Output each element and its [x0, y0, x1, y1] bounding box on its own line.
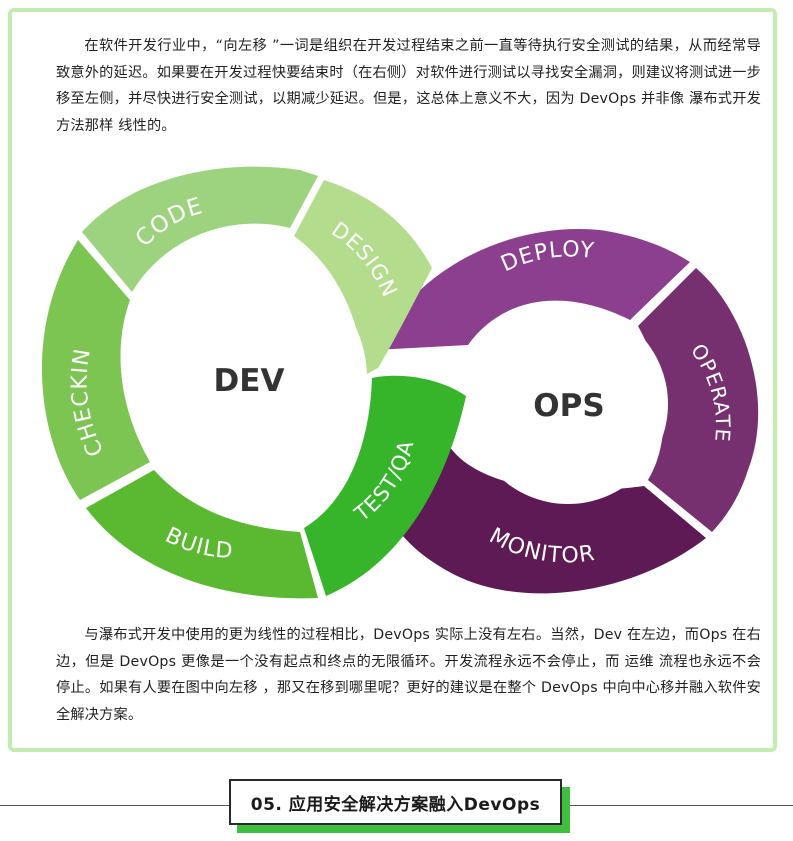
deploy-segment: [375, 228, 690, 350]
heading-rule-left: [0, 805, 229, 806]
operate-segment: [638, 268, 759, 532]
heading-rule-right: [562, 805, 793, 806]
section-heading: 05. 应用安全解决方案融入DevOps: [229, 779, 562, 825]
devops-infinity-diagram: CODE DESIGN CHECKIN BUILD TEST/QA DEPLOY…: [41, 166, 759, 599]
design-segment: [294, 180, 432, 375]
dev-title: DEV: [214, 363, 285, 399]
ops-hub: [468, 304, 668, 504]
build-segment: [86, 470, 318, 599]
intro-paragraph: 在软件开发行业中，“向左移 ”一词是组织在开发过程结束之前一直等待执行安全测试的…: [56, 38, 761, 134]
outro-paragraph: 与瀑布式开发中使用的更为线性的过程相比，DevOps 实际上没有左右。当然，De…: [56, 627, 761, 723]
monitor-segment: [398, 444, 706, 594]
code-segment: [82, 166, 318, 292]
dev-hub: [127, 258, 367, 498]
ops-title: OPS: [533, 388, 604, 424]
test-qa-segment: [304, 375, 466, 596]
checkin-segment: [41, 240, 150, 500]
